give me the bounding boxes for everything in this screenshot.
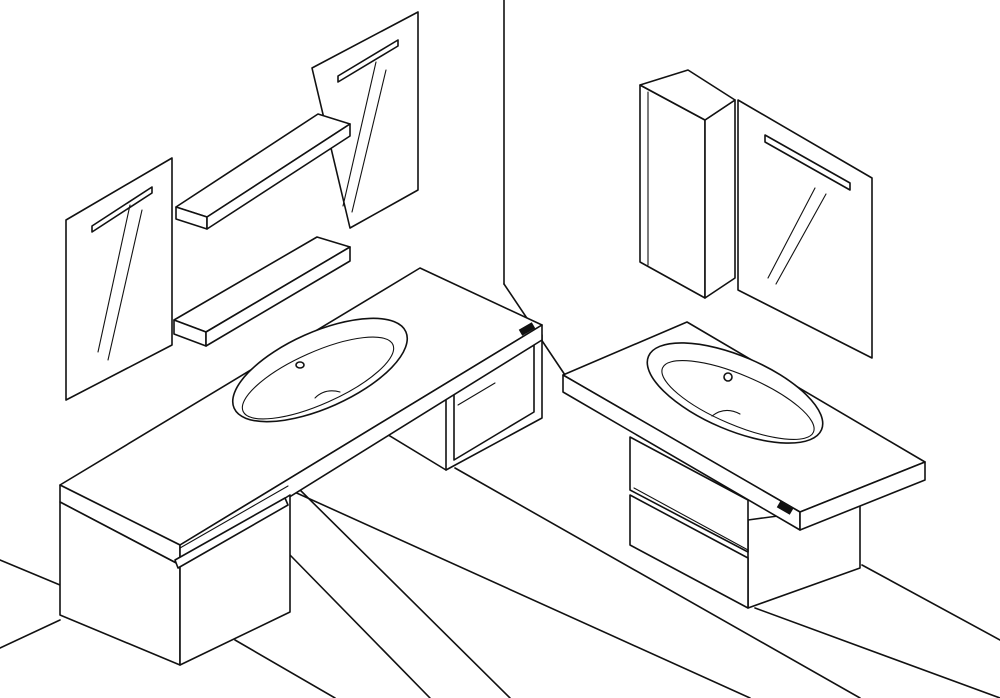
right-mirror (737, 99, 873, 359)
wall-floor-edge-left (0, 559, 61, 586)
left-mirror-large (311, 11, 419, 229)
left-basin-drain (295, 361, 305, 369)
right-basin-rim (646, 342, 824, 444)
open-cabinet-side (379, 429, 447, 471)
left-mirror-small-reflection-1 (97, 204, 131, 353)
right-wall-cabinet (639, 69, 736, 299)
wall-cabinet-top (639, 69, 736, 121)
left-drawer-handle-groove (179, 485, 289, 549)
upper-shelf-end (206, 123, 351, 230)
upper-shelf (175, 113, 351, 230)
right-basin-drain (723, 372, 733, 382)
right-countertop-control-panel (776, 501, 794, 515)
floor-line-4 (234, 639, 336, 698)
right-basin-overflow (711, 409, 741, 417)
right-upper-drawer (629, 436, 749, 553)
left-basin-inner (241, 336, 395, 420)
lower-shelf-end (205, 246, 351, 347)
floor-line-5 (289, 489, 751, 698)
floor-line-8 (754, 607, 1000, 698)
wall-cabinet-front (639, 84, 706, 299)
left-mirror-large-light-bar (337, 39, 399, 83)
right-countertop-side-edge (799, 461, 926, 531)
floor-line-3 (289, 554, 431, 698)
left-vanity-basin (231, 317, 409, 423)
left-vanity-drawer-cabinet (59, 485, 291, 666)
right-mirror-light-bar (764, 134, 851, 191)
left-countertop-control-panel (518, 322, 536, 336)
right-mirror-reflection-2 (775, 193, 827, 285)
floor-line-7 (861, 564, 1000, 641)
right-upper-drawer-groove (633, 487, 749, 551)
right-mirror-panel (737, 99, 873, 359)
left-mirror-large-reflection-1 (342, 61, 377, 207)
right-vanity-drawers (629, 436, 749, 609)
wall-cabinet-side (704, 99, 736, 299)
floor-line-2 (289, 479, 511, 698)
left-mirror-large-panel (311, 11, 419, 229)
left-mirror-small (65, 157, 173, 401)
left-basin-rim (231, 317, 409, 423)
left-drawer-front-panel (174, 497, 289, 569)
right-lower-drawer (629, 494, 749, 609)
left-mirror-large-reflection-2 (351, 69, 387, 213)
left-basin-overflow (314, 390, 341, 399)
right-vanity-basin (646, 342, 824, 444)
open-cabinet-inner-shelf (457, 382, 496, 406)
floor-line-1 (0, 619, 61, 649)
upper-shelf-top (175, 113, 351, 218)
right-basin-inner (661, 360, 815, 440)
lower-shelf (173, 236, 351, 347)
right-mirror-reflection-1 (767, 187, 816, 279)
left-mirror-small-light-bar (91, 186, 153, 233)
left-mirror-small-reflection-2 (107, 209, 143, 361)
floor-line-6 (454, 467, 861, 698)
lower-shelf-top (173, 236, 351, 333)
left-mirror-small-panel (65, 157, 173, 401)
